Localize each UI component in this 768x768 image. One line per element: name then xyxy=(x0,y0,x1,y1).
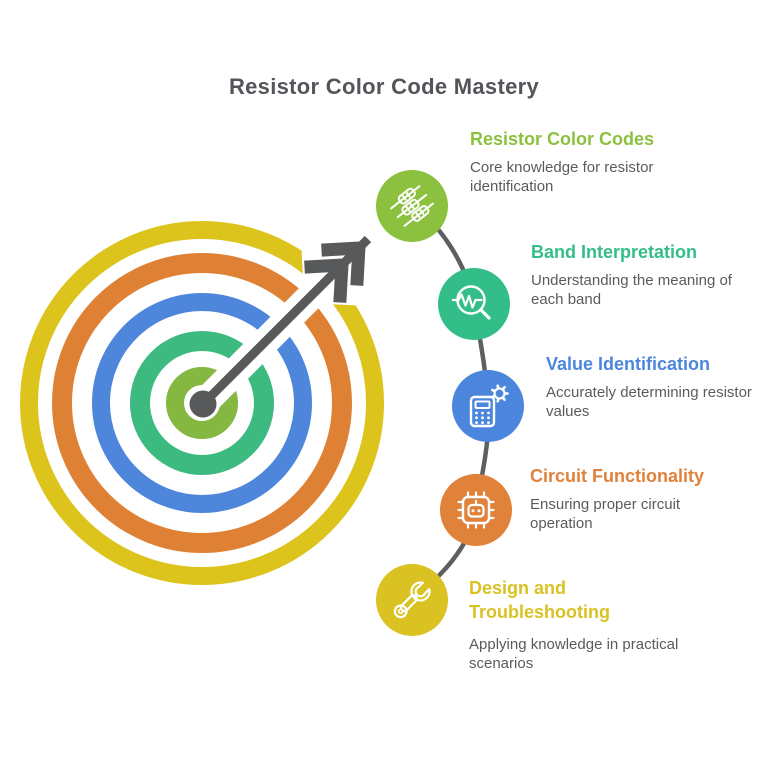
third-ring xyxy=(92,293,312,513)
step-4-heading: Circuit Functionality xyxy=(530,466,705,486)
step-2-text: Band Interpretation Understanding the me… xyxy=(531,241,741,309)
arrow-center-dot xyxy=(189,390,217,418)
step-2-heading: Band Interpretation xyxy=(531,242,698,262)
step-3-description: Accurately determining resistor values xyxy=(546,384,752,420)
bullseye-target xyxy=(20,221,384,585)
resistors-icon xyxy=(376,170,448,242)
step-5-text: Design and Troubleshooting Applying know… xyxy=(469,576,684,673)
step-4-text: Circuit Functionality Ensuring proper ci… xyxy=(530,465,730,533)
fourth-ring xyxy=(130,331,274,475)
step-1-text: Resistor Color Codes Core knowledge for … xyxy=(470,128,675,196)
inner-ring xyxy=(166,367,238,439)
chip-icon xyxy=(440,474,512,546)
step-1-heading: Resistor Color Codes xyxy=(470,129,655,149)
step-3-heading: Value Identification xyxy=(546,354,711,374)
arrow xyxy=(200,235,372,407)
waveform-magnifier-icon xyxy=(438,268,510,340)
outer-ring xyxy=(20,221,384,585)
second-ring xyxy=(52,253,352,553)
calculator-gear-icon xyxy=(452,370,524,442)
page-title: Resistor Color Code Mastery xyxy=(228,74,540,99)
wrench-icon xyxy=(376,564,448,636)
step-2-description: Understanding the meaning of each band xyxy=(531,272,732,308)
step-4-description: Ensuring proper circuit operation xyxy=(530,496,681,532)
step-3-text: Value Identification Accurately determin… xyxy=(546,353,768,421)
step-1-description: Core knowledge for resistor identificati… xyxy=(470,159,654,195)
step-5-description: Applying knowledge in practical scenario… xyxy=(469,636,679,672)
arrow-fletching xyxy=(304,241,366,303)
step-5-heading: Design and Troubleshooting xyxy=(469,578,610,622)
